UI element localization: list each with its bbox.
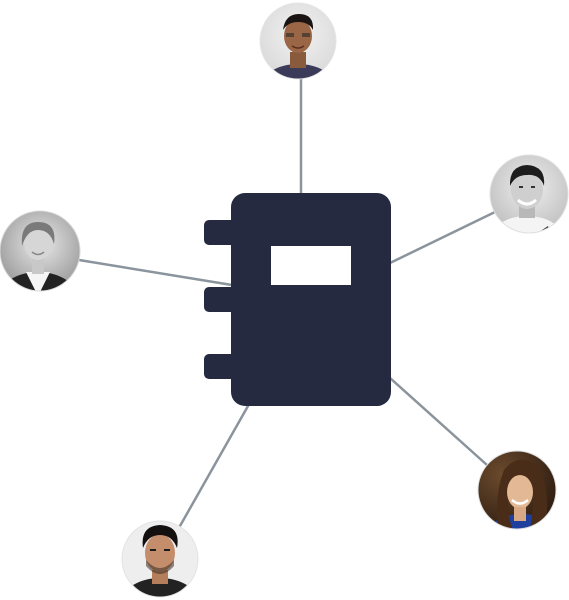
avatar-right[interactable] xyxy=(489,154,569,260)
avatar-bottom-left[interactable] xyxy=(120,519,202,600)
notebook-ring-1 xyxy=(204,220,244,245)
connector-left xyxy=(77,258,234,287)
notebook-label xyxy=(271,246,351,285)
notebook-ring-2 xyxy=(204,287,244,312)
connector-lines xyxy=(77,77,497,528)
notebook-icon xyxy=(204,193,391,406)
avatar-left[interactable] xyxy=(0,211,82,320)
notebook-ring-3 xyxy=(204,354,244,379)
connector-bottom-left xyxy=(178,404,250,528)
connector-bottom-right xyxy=(388,376,489,467)
notebook-cover xyxy=(231,193,391,406)
connector-right xyxy=(388,210,497,265)
avatar-bottom-right[interactable] xyxy=(477,450,559,554)
